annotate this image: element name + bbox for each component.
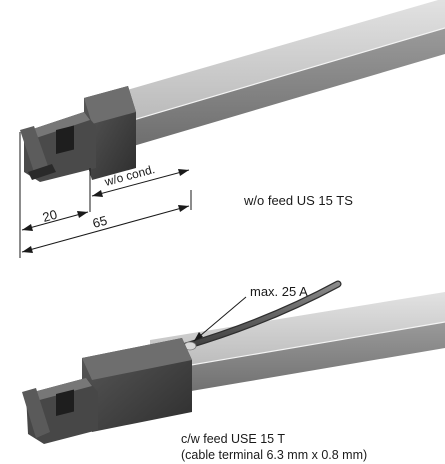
caption-top-product: w/o feed US 15 TS — [243, 193, 353, 208]
dimension-label-20: 20 — [41, 207, 59, 225]
end-feed-unit-with-feed — [22, 280, 445, 444]
end-cap-bottom — [22, 338, 192, 444]
caption-bottom-product-line1: c/w feed USE 15 T — [181, 432, 285, 446]
feed-cable — [182, 280, 342, 351]
dimension-label-65: 65 — [91, 213, 109, 231]
callout-max-current: max. 25 A — [250, 284, 308, 299]
callout-leader — [193, 296, 247, 342]
end-feed-unit-without-feed — [20, 0, 445, 182]
end-cap-top — [20, 86, 136, 182]
busbar-rail-top — [119, 0, 445, 150]
caption-bottom-product-line2: (cable terminal 6.3 mm x 0.8 mm) — [181, 448, 367, 462]
busbar-rail-bottom — [149, 292, 445, 398]
dimension-lines — [19, 132, 192, 258]
